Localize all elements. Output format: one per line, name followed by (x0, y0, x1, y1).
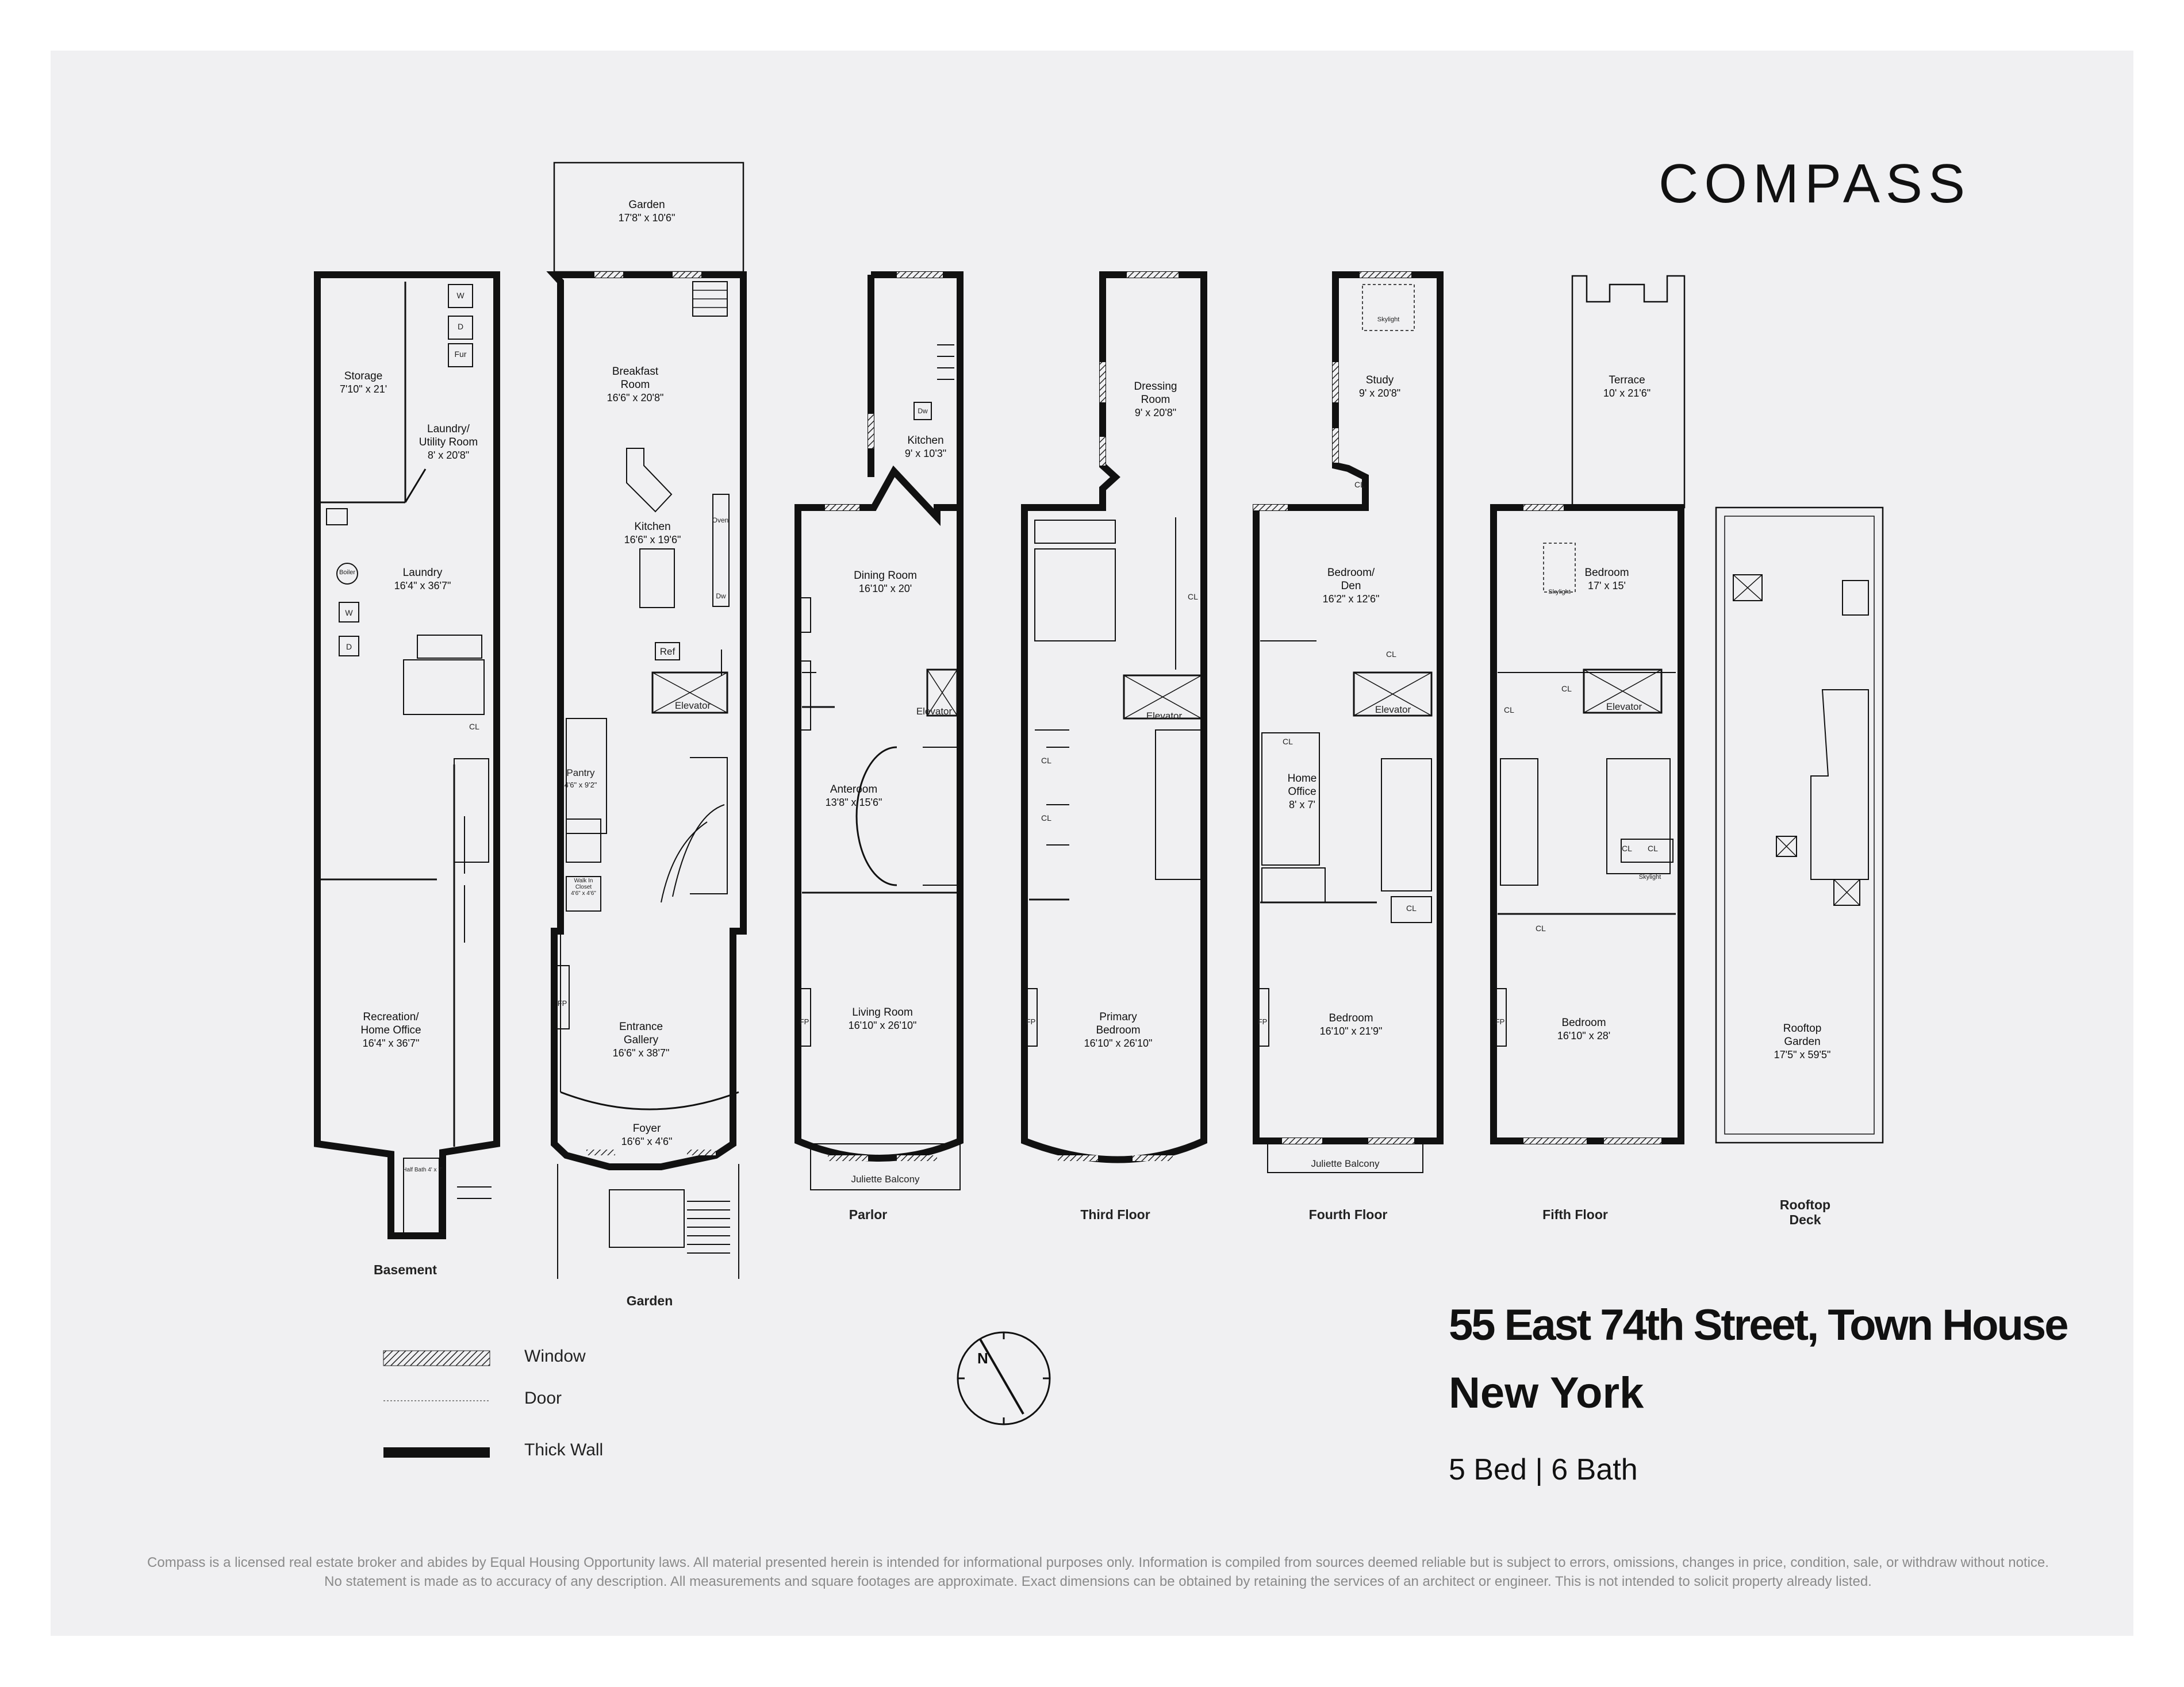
legend-window-label: Window (524, 1347, 586, 1366)
parlor-plan (794, 271, 964, 1190)
dryer-label: D (346, 642, 352, 651)
furnace-label: Fur (454, 349, 467, 359)
roof-plan (1715, 506, 1884, 1144)
closet-label: CL (1561, 684, 1572, 693)
elevator-label: Elevator (1606, 701, 1642, 712)
half-bath-label: Half Bath 4' x 7' (402, 1167, 443, 1173)
boiler-label: Boiler (339, 569, 356, 576)
listing-summary: 5 Bed | 6 Bath (1449, 1453, 1638, 1486)
balcony-label: Juliette Balcony (851, 1174, 920, 1185)
third-floor-plan (1021, 271, 1207, 1163)
fireplace-label: FP (799, 1017, 809, 1026)
refrigerator-label: Ref (659, 646, 675, 657)
floor-name: Parlor (849, 1207, 888, 1222)
svg-text:N: N (977, 1350, 988, 1367)
window-marks (586, 272, 1661, 1161)
closet-label: CL (1283, 737, 1293, 746)
closet-label: CL (1188, 592, 1198, 601)
closet-label: CL (1406, 904, 1417, 913)
closet-label: CL (1041, 813, 1051, 823)
closet-label: CL (1386, 650, 1396, 659)
legend-graphics (383, 1350, 490, 1458)
compass-logo: COMPASS (1659, 153, 1971, 214)
fireplace-label: FP (1257, 1017, 1268, 1026)
skylight-label: Skylight (1638, 874, 1661, 881)
fifth-floor-plan (1490, 275, 1686, 1144)
elevator-label: Elevator (674, 700, 711, 711)
floor-name: Fourth Floor (1308, 1207, 1388, 1222)
floor-name: Rooftop Deck (1779, 1197, 1831, 1227)
fireplace-label: FP (1026, 1017, 1036, 1026)
legend-door-label: Door (524, 1389, 562, 1408)
washer-label: W (345, 608, 353, 617)
listing-city: New York (1449, 1369, 1644, 1417)
floor-name: Third Floor (1080, 1207, 1150, 1222)
skylight-label: Skylight (1377, 316, 1400, 323)
floor-name: Basement (374, 1262, 437, 1277)
dryer-label: D (457, 322, 464, 331)
balcony-label: Juliette Balcony (1311, 1158, 1380, 1169)
closet-label: CL (1648, 844, 1658, 853)
sheet-background (51, 51, 2133, 1636)
elevator-label: Elevator (916, 706, 953, 717)
closet-label: CL (1041, 756, 1051, 765)
north-arrow-icon: N (957, 1331, 1051, 1425)
elevator-label: Elevator (1146, 710, 1183, 721)
floor-name: Garden (626, 1293, 673, 1308)
fireplace-label: FP (557, 999, 567, 1008)
disclaimer-text: Compass is a licensed real estate broker… (147, 1555, 2049, 1589)
garden-plan (546, 162, 747, 1279)
closet-label: CL (1354, 480, 1365, 489)
fireplace-label: FP (1495, 1017, 1505, 1026)
legend-thick-wall-label: Thick Wall (524, 1440, 604, 1459)
closet-label: CL (1536, 924, 1546, 933)
closet-label: CL (1622, 844, 1632, 853)
listing-address: 55 East 74th Street, Town House (1449, 1301, 2068, 1350)
floor-name: Fifth Floor (1542, 1207, 1608, 1222)
dishwasher-label: Dw (918, 407, 928, 415)
closet-label: CL (1504, 705, 1514, 714)
closet-label: CL (469, 722, 479, 731)
dishwasher-label: Dw (716, 592, 726, 600)
skylight-label: Skylight (1548, 589, 1571, 595)
elevator-label: Elevator (1375, 704, 1411, 715)
oven-label: Oven (712, 516, 729, 524)
washer-label: W (456, 291, 465, 300)
basement-plan (314, 271, 500, 1239)
